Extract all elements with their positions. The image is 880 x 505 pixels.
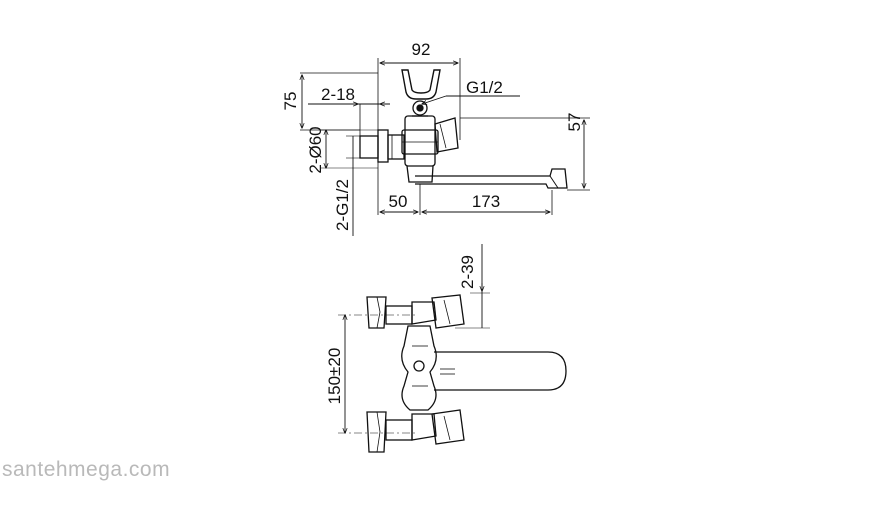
front-view [338, 244, 567, 453]
mixer-column [401, 325, 437, 411]
spout [415, 168, 568, 189]
shower-holder [401, 69, 441, 100]
handle-line [443, 415, 451, 441]
holder-ball-center [416, 104, 424, 112]
label-50: 50 [389, 192, 408, 211]
valve-handle [434, 117, 459, 153]
upper-handle [431, 294, 465, 329]
lower-handle [431, 409, 465, 445]
upper-flange [366, 296, 387, 329]
upper-valve-body [411, 301, 437, 325]
label-57: 57 [565, 113, 584, 132]
flange-line [376, 296, 381, 329]
mixer-body [404, 115, 436, 167]
handle-line [443, 299, 451, 325]
label-outlet-thread: G1/2 [466, 78, 503, 97]
eccentric [359, 135, 379, 159]
label-173: 173 [472, 192, 500, 211]
label-diameter: 2-Ø60 [306, 126, 325, 173]
lower-eccentric [385, 419, 413, 441]
mixer-lower-body [406, 165, 434, 183]
lower-flange [366, 411, 387, 453]
spout-front [434, 351, 567, 391]
holder-ball [412, 100, 428, 116]
lower-valve-body [411, 413, 437, 441]
spout-tip [549, 175, 559, 189]
flange-line [376, 411, 381, 453]
label-inlet-thread: 2-G1/2 [333, 179, 352, 231]
wall-flange [377, 129, 389, 163]
handle-line [439, 123, 447, 149]
watermark: santehmega.com [2, 458, 171, 481]
label-75: 75 [281, 92, 300, 111]
leader-outlet [422, 95, 447, 104]
label-92: 92 [412, 40, 431, 59]
diverter-knob [413, 360, 425, 372]
label-2-18: 2-18 [321, 85, 355, 104]
top-view [300, 58, 590, 236]
label-150: 150±20 [325, 348, 344, 405]
label-2-39: 2-39 [458, 255, 477, 289]
union-nut [387, 134, 405, 160]
